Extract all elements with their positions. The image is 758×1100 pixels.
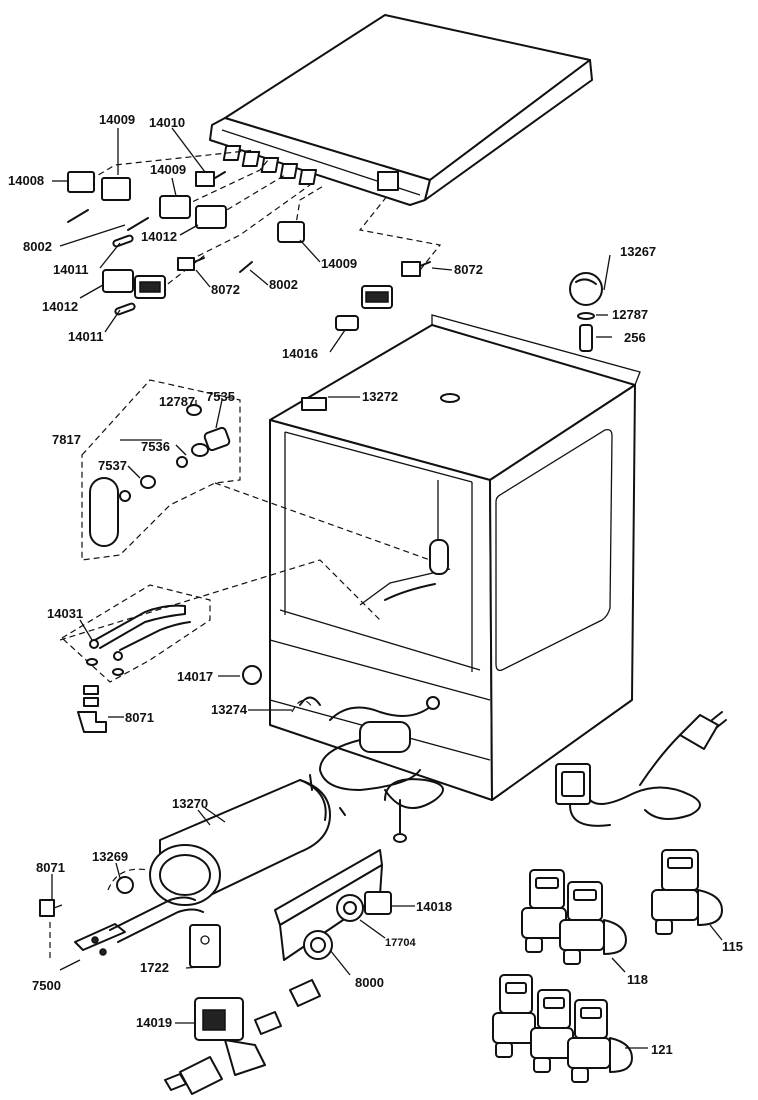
part-label-13269: 13269	[92, 849, 129, 864]
part-label-13270: 13270	[172, 796, 209, 811]
sump-and-wiring	[299, 696, 444, 843]
part-label-7817: 7817	[52, 432, 81, 447]
top-switch-parts	[67, 171, 431, 331]
part-label-7537: 7537	[98, 458, 127, 473]
part-label-14010: 14010	[149, 115, 186, 130]
part-label-8072-left: 8072	[211, 282, 240, 297]
valve-118	[521, 869, 627, 973]
valve-121	[492, 974, 648, 1083]
part-label-12787-right: 12787	[612, 307, 649, 322]
pump-14019	[164, 979, 321, 1095]
float-assembly	[569, 254, 612, 352]
part-label-8002-left: 8002	[23, 239, 52, 254]
part-label-8071-bottom: 8071	[36, 860, 65, 875]
part-label-14009-top: 14009	[99, 112, 136, 127]
lid-panel	[209, 14, 593, 206]
8071-fitting-top	[77, 685, 124, 733]
part-label-14011-lower: 14011	[68, 329, 104, 344]
part-label-14012-upper: 14012	[141, 229, 178, 244]
lower-leaders	[51, 809, 211, 900]
valve-115	[651, 849, 723, 941]
part-label-17704: 17704	[385, 937, 416, 949]
part-label-14009-right: 14009	[321, 256, 358, 271]
part-label-121: 121	[651, 1042, 673, 1057]
part-label-115: 115	[722, 939, 743, 954]
cabinet-leaders	[218, 396, 360, 713]
part-label-7536: 7536	[141, 439, 170, 454]
panel-buttons	[222, 145, 399, 191]
part-label-14019: 14019	[136, 1015, 173, 1030]
part-label-8000: 8000	[355, 975, 384, 990]
part-label-8071-top: 8071	[125, 710, 154, 725]
cabinet	[269, 314, 641, 801]
part-label-14031: 14031	[47, 606, 84, 621]
part-label-8002-right: 8002	[269, 277, 298, 292]
part-label-14016: 14016	[282, 346, 319, 361]
bracket-assembly	[274, 849, 415, 976]
part-label-14011-upper: 14011	[53, 262, 89, 277]
part-label-14009-mid: 14009	[150, 162, 187, 177]
part-label-13272: 13272	[362, 389, 399, 404]
label-leaders	[52, 127, 453, 353]
7817-group	[81, 379, 241, 561]
projection-lines	[59, 482, 431, 641]
part-label-8072-right: 8072	[454, 262, 483, 277]
part-label-12787-left: 12787	[159, 394, 196, 409]
part-label-13274: 13274	[211, 702, 248, 717]
heater-tank	[107, 774, 346, 906]
part-label-7500: 7500	[32, 978, 61, 993]
part-label-14012-lower: 14012	[42, 299, 79, 314]
14031-group	[61, 584, 211, 683]
part-label-1722: 1722	[140, 960, 169, 975]
part-label-118: 118	[627, 972, 648, 987]
power-cord	[555, 711, 727, 827]
part-label-256: 256	[624, 330, 646, 345]
part-label-7535: 7535	[206, 389, 235, 404]
part-label-13267: 13267	[620, 244, 657, 259]
part-label-14017: 14017	[177, 669, 214, 684]
heater-element	[39, 896, 204, 971]
part-label-14018: 14018	[416, 899, 453, 914]
component-1722	[185, 924, 221, 969]
part-label-14008: 14008	[8, 173, 45, 188]
